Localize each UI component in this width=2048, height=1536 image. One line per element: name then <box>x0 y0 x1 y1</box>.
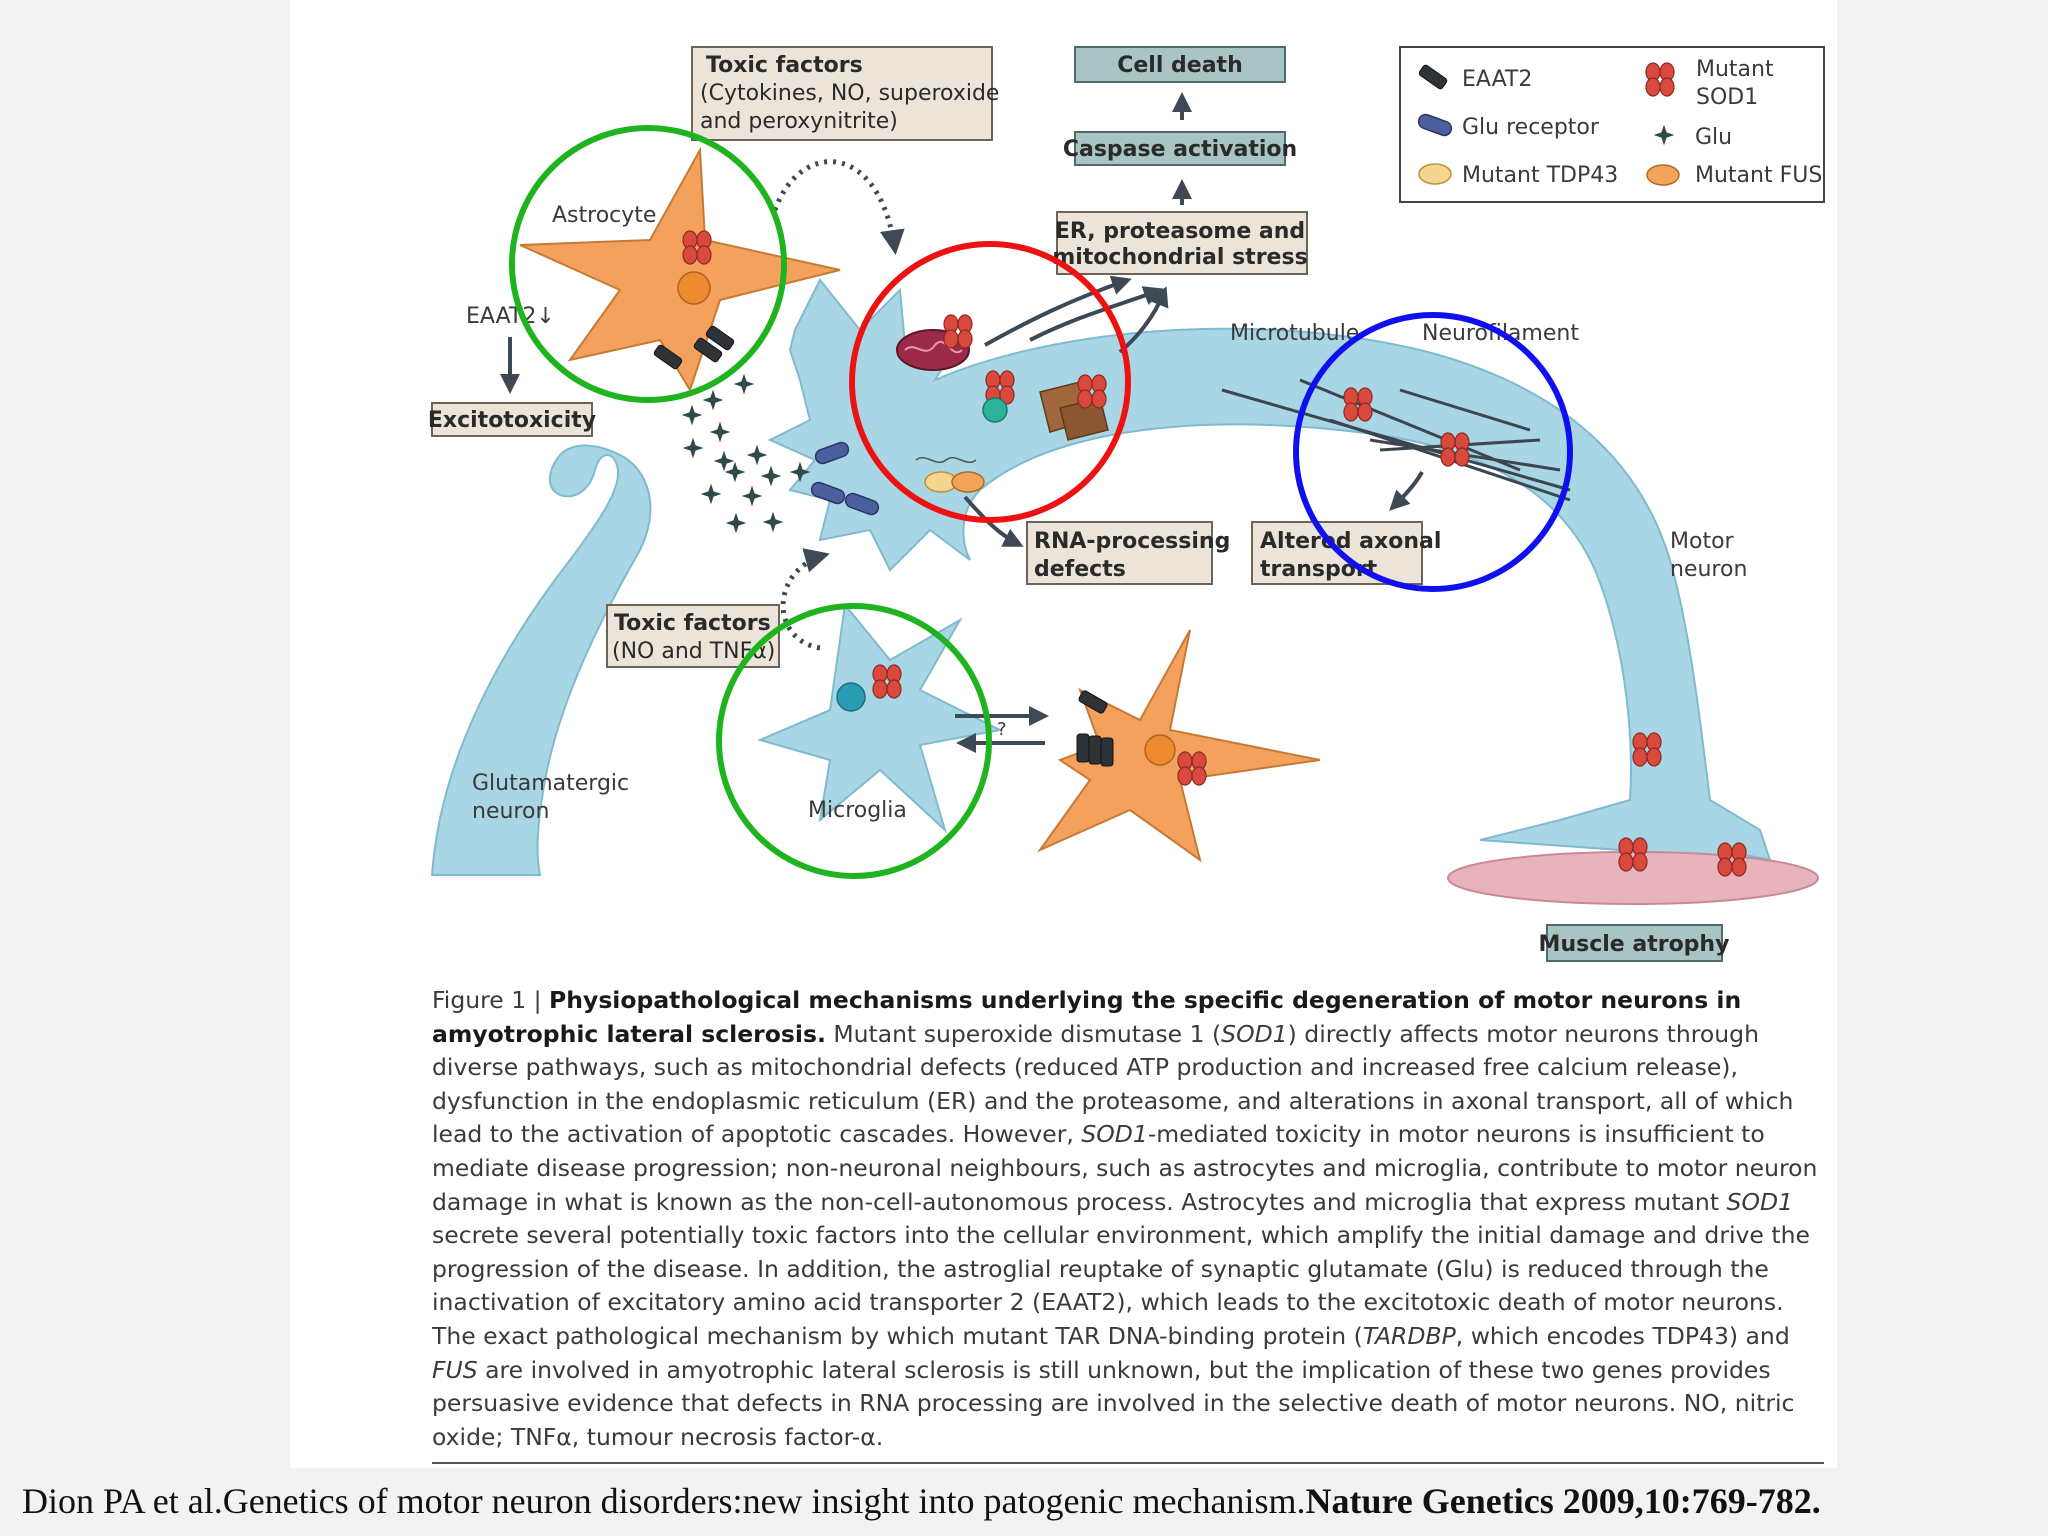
caption-gene-tardbp: TARDBP <box>1362 1321 1456 1350</box>
question-mark: ? <box>997 719 1007 740</box>
motor-neuron-label-1: Motor <box>1670 529 1735 554</box>
caption-gene-sod1-a: SOD1 <box>1221 1019 1288 1048</box>
legend-mutant-sod1-line1: Mutant <box>1696 57 1774 82</box>
caption-text-2: ) directly affects motor neurons through… <box>432 1019 1794 1149</box>
er-stress-line2: mitochondrial stress <box>1052 245 1307 270</box>
motor-neuron <box>767 278 1772 882</box>
caption-gene-sod1-b: SOD1 <box>1081 1120 1148 1149</box>
highlight-circle-microglia <box>716 603 992 879</box>
eaat2-down-label: EAAT2↓ <box>466 304 555 329</box>
toxic-factors-top-line1: (Cytokines, NO, superoxide <box>700 81 999 106</box>
rna-processing-line1: RNA-processing <box>1034 529 1230 554</box>
citation-bar: Dion PA et al.Genetics of motor neuron d… <box>0 1468 2048 1536</box>
right-margin <box>1837 0 2048 1468</box>
legend-glu: Glu <box>1695 125 1732 150</box>
astrocyte-cell <box>519 146 841 393</box>
arrows <box>500 92 1424 753</box>
altered-axonal-box: Altered axonal transport <box>1251 521 1441 585</box>
legend-mutant-tdp43: Mutant TDP43 <box>1462 163 1618 188</box>
toxic-factors-top-title: Toxic factors <box>706 53 863 78</box>
er-stress-box: ER, proteasome and mitochondrial stress <box>1052 211 1308 275</box>
caption-gene-sod1-c: SOD1 <box>1726 1187 1793 1216</box>
caption-gene-fus: FUS <box>432 1355 478 1384</box>
figure-caption: Figure 1 | Physiopathological mechanisms… <box>432 984 1832 1454</box>
microglia-label: Microglia <box>808 798 907 823</box>
caspase-activation-box: Caspase activation <box>1063 131 1297 166</box>
figure-label: Figure 1 | <box>432 986 542 1014</box>
glutamatergic-label-2: neuron <box>472 799 549 824</box>
astrocyte-label: Astrocyte <box>552 203 656 228</box>
excitotoxicity-box: Excitotoxicity <box>428 402 596 437</box>
cell-death-label: Cell death <box>1117 53 1243 78</box>
muscle-atrophy-label: Muscle atrophy <box>1539 932 1730 957</box>
caption-text-6: are involved in amyotrophic lateral scle… <box>432 1355 1795 1451</box>
citation-journal: Nature Genetics 2009,10:769-782. <box>1305 1481 1821 1521</box>
citation-plain: Dion PA et al.Genetics of motor neuron d… <box>22 1481 1306 1521</box>
microglia-cell <box>757 602 1004 834</box>
highlight-circle-astrocyte <box>509 125 787 403</box>
legend-mutant-sod1-line2: SOD1 <box>1696 85 1758 110</box>
rna-processing-line2: defects <box>1034 557 1126 582</box>
caspase-activation-label: Caspase activation <box>1063 137 1297 162</box>
caption-text-3: -mediated toxicity in motor neurons is i… <box>432 1120 1818 1216</box>
legend: EAAT2 Glu receptor Mutant TDP43 Mutant S… <box>1399 46 1825 203</box>
caption-title: Physiopathological mechanisms underlying… <box>432 986 1742 1048</box>
glutamatergic-neuron <box>430 444 652 876</box>
caption-text-4: secrete several potentially toxic factor… <box>432 1221 1810 1350</box>
left-margin <box>0 0 290 1468</box>
caption-text-5: , which encodes TDP43) and <box>1455 1321 1790 1350</box>
glutamate-particles <box>683 375 809 532</box>
glutamatergic-label-1: Glutamatergic <box>472 771 629 796</box>
rna-processing-box: RNA-processing defects <box>1026 521 1230 585</box>
als-mechanism-diagram: Toxic factors (Cytokines, NO, superoxide… <box>428 46 1825 962</box>
muscle-atrophy-box: Muscle atrophy <box>1539 924 1730 962</box>
excitotoxicity-label: Excitotoxicity <box>428 408 596 433</box>
toxic-factors-top-line2: and peroxynitrite) <box>700 109 898 134</box>
astrocyte-cell-2 <box>1037 629 1321 863</box>
highlight-circle-axon <box>1293 312 1573 592</box>
motor-neuron-label-2: neuron <box>1670 557 1747 582</box>
legend-glu-receptor: Glu receptor <box>1462 115 1600 140</box>
legend-eaat2: EAAT2 <box>1462 67 1532 92</box>
highlight-circle-motor-neuron-soma <box>849 241 1131 523</box>
toxic-factors-bottom-box: Toxic factors (NO and TNFα) <box>606 604 780 668</box>
legend-mutant-fus: Mutant FUS <box>1695 163 1822 188</box>
caption-text-1: Mutant superoxide dismutase 1 ( <box>833 1019 1222 1048</box>
caption-rule <box>432 1462 1824 1464</box>
microtubule-label: Microtubule <box>1230 321 1359 346</box>
altered-axonal-line1: Altered axonal <box>1260 529 1441 554</box>
citation-text: Dion PA et al.Genetics of motor neuron d… <box>22 1480 1821 1522</box>
toxic-factors-top-box: Toxic factors (Cytokines, NO, superoxide… <box>691 46 999 141</box>
cell-death-box: Cell death <box>1074 46 1286 83</box>
motor-neuron-organelles <box>808 314 1109 518</box>
er-stress-line1: ER, proteasome and <box>1055 219 1305 244</box>
toxic-factors-bottom-title: Toxic factors <box>614 611 771 636</box>
